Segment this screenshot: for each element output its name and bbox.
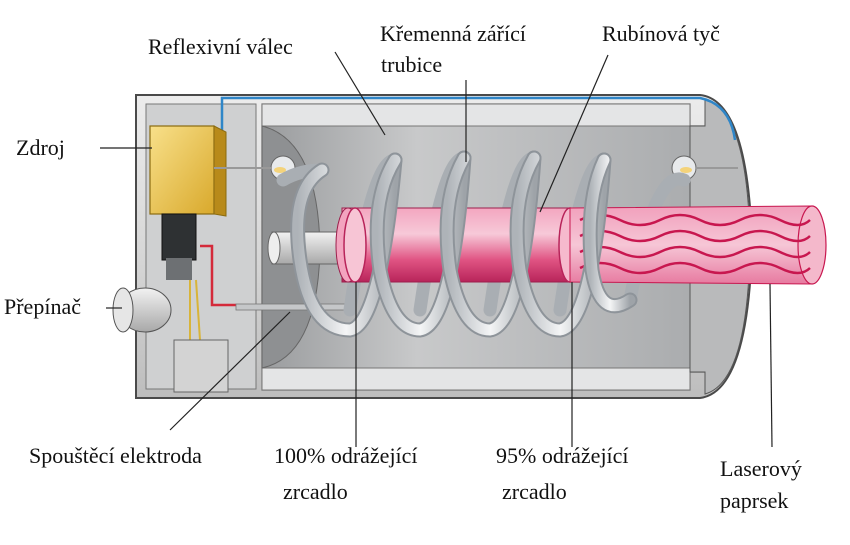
red-wire (200, 244, 236, 307)
label-kremenna-line1: Křemenná zářící (380, 21, 526, 46)
blue-wire (212, 96, 737, 152)
switch-cylinder-face (112, 287, 134, 333)
leader-rubinova-tyc (539, 54, 609, 213)
switch-column (161, 213, 197, 261)
trigger-electrode (235, 303, 357, 311)
reflector-top-rail (261, 103, 691, 127)
yellow-wire (189, 279, 201, 341)
leader-spousteci-elektroda (169, 311, 291, 431)
label-laser-line1: Laserový (720, 456, 802, 481)
label-prepinac: Přepínač (4, 294, 81, 319)
leader-laserovy-paprsek (769, 283, 773, 448)
power-box-side (213, 125, 227, 217)
mirror-100-percent (343, 207, 367, 283)
label-rubinova-tyc: Rubínová tyč (602, 21, 720, 46)
label-zrcadlo100-line1: 100% odrážející (274, 443, 418, 468)
label-zrcadlo95-line2: zrcadlo (502, 479, 567, 504)
label-reflexivni-valec: Reflexivní válec (148, 34, 293, 59)
label-kremenna-line2: trubice (381, 52, 443, 77)
label-zrcadlo95-line1: 95% odrážející (496, 443, 629, 468)
label-zrcadlo100-line2: zrcadlo (283, 479, 348, 504)
switch-column-lower (166, 258, 192, 280)
flash-tube-coil (290, 150, 638, 338)
reflector-bottom-rail (261, 367, 691, 391)
label-zdroj: Zdroj (16, 135, 65, 160)
leader-lines (100, 51, 773, 448)
label-laser-line2: paprsek (720, 488, 789, 513)
leader-reflexivni-valec (334, 51, 386, 136)
laser-waves (579, 213, 811, 275)
mirror-holder-face (267, 231, 281, 265)
laser-beam-end (797, 205, 827, 285)
electrode-left-glow (274, 167, 286, 173)
electrode-right-glow (680, 167, 692, 173)
base-block (173, 339, 229, 393)
label-spousteci-elektroda: Spouštěcí elektroda (29, 443, 202, 468)
power-supply-box (149, 125, 215, 215)
